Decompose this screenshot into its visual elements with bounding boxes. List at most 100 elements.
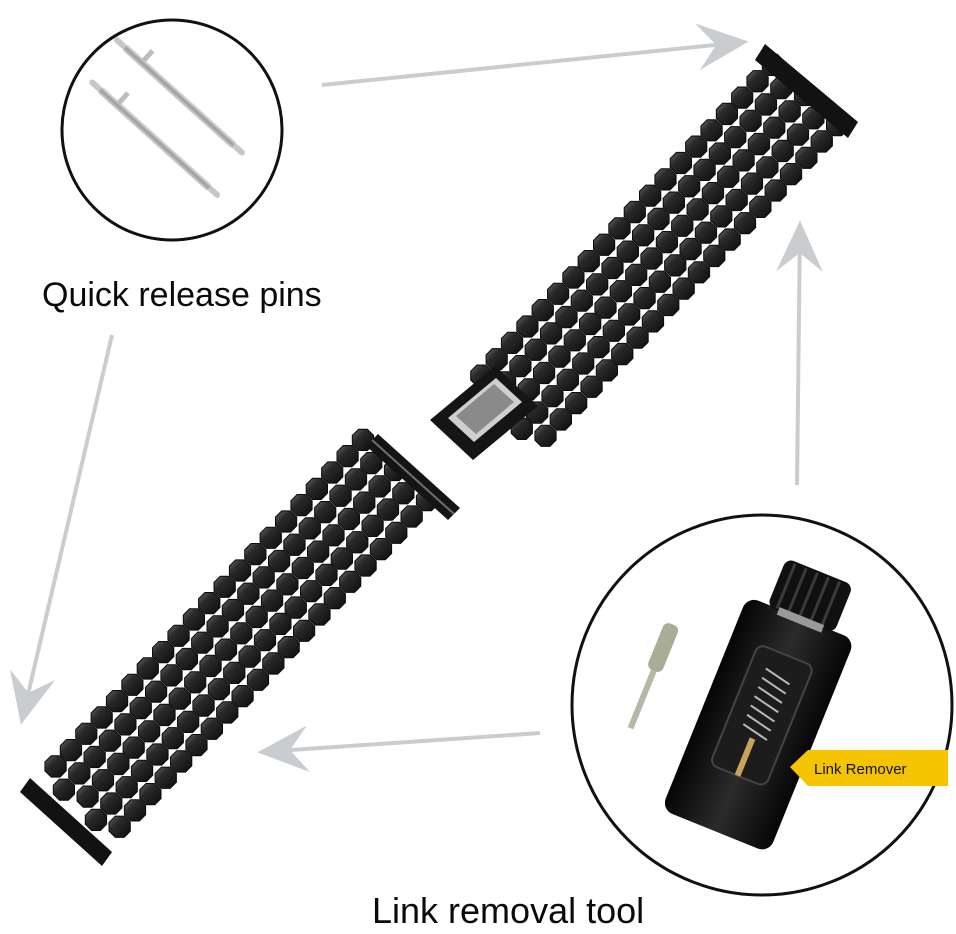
band-link (500, 331, 524, 354)
band-link (223, 661, 246, 684)
band-link (694, 221, 718, 244)
band-link (108, 815, 131, 838)
band-link (100, 792, 123, 815)
band-link (708, 142, 731, 165)
band-link (368, 475, 391, 498)
band-link (548, 345, 571, 368)
band-link (184, 671, 207, 694)
band-link (214, 638, 238, 661)
band-link (626, 326, 649, 349)
band-link (138, 720, 161, 743)
quick-release-pins-caption: Quick release pins (42, 276, 322, 314)
band-link (639, 184, 662, 207)
band-link (130, 759, 154, 782)
band-link (167, 624, 190, 647)
band-link (608, 217, 631, 240)
band-link (685, 135, 708, 158)
band-upper-clasp (430, 366, 538, 460)
band-link (739, 109, 762, 132)
band-link (647, 207, 670, 231)
band-link (298, 517, 321, 540)
band-link (385, 521, 408, 544)
band-link (253, 629, 277, 652)
band-link (346, 531, 369, 554)
band-link (344, 468, 368, 491)
band-link (717, 165, 740, 188)
band-link (107, 752, 130, 776)
band-link (152, 641, 175, 664)
band-link (330, 547, 353, 570)
band-link (369, 538, 393, 561)
band-link (623, 200, 646, 224)
band-link (657, 293, 680, 317)
band-link (648, 270, 671, 293)
band-link (153, 703, 176, 727)
band-link (771, 139, 794, 163)
band-link (779, 163, 803, 186)
band-link (662, 191, 685, 214)
band-link (641, 310, 665, 333)
band-link (786, 123, 810, 146)
band-link (199, 654, 222, 678)
band-link (262, 652, 285, 675)
band-link (570, 289, 593, 312)
band-link (207, 678, 230, 701)
band-link (718, 228, 741, 251)
band-link (509, 355, 532, 378)
band-link (593, 233, 616, 256)
band-link (540, 322, 563, 345)
band-link (724, 126, 747, 149)
band-link (114, 713, 137, 736)
band-link (701, 182, 725, 205)
band-link (710, 205, 733, 228)
band-link (329, 484, 352, 507)
band-link (191, 631, 214, 654)
band-link (321, 461, 344, 484)
band-link (90, 706, 113, 729)
band-link (198, 592, 221, 615)
band-link (671, 214, 694, 237)
band-link (98, 729, 122, 752)
band-link (632, 224, 655, 247)
link-removal-tool-caption: Link removal tool (372, 890, 645, 931)
band-link (669, 151, 692, 175)
tool-body (664, 560, 852, 850)
band-link (361, 514, 384, 537)
tool-punch-pin (627, 623, 679, 730)
band-link (533, 361, 556, 385)
band-link (269, 612, 292, 635)
band-lower-end-bar (20, 778, 112, 866)
band-link (485, 348, 508, 371)
band-link (52, 778, 75, 801)
band-lower-links (44, 428, 439, 838)
band-link (672, 277, 695, 300)
band-link (611, 342, 634, 366)
band-link (75, 722, 98, 745)
band-link (115, 776, 138, 799)
band-link (246, 668, 270, 691)
band-link (633, 287, 656, 310)
band-link (244, 543, 267, 566)
band-link (524, 338, 547, 361)
band-link (654, 168, 677, 191)
band-link (300, 580, 323, 603)
band-upper-end-bar (755, 44, 858, 138)
band-link (284, 596, 307, 619)
band-link (562, 266, 585, 289)
band-link (516, 315, 539, 338)
link-removal-tool-icon: Link Remover (570, 513, 954, 897)
band-link (283, 533, 306, 556)
band-link (616, 240, 639, 263)
band-link (609, 280, 632, 303)
watch-band-lower (20, 428, 460, 866)
band-link (747, 132, 771, 156)
guide-arrows (9, 23, 823, 773)
band-link (308, 603, 331, 626)
band-link (703, 244, 726, 268)
band-link (238, 645, 261, 668)
quick-release-pins-icon (60, 18, 284, 242)
band-link (170, 750, 193, 773)
band-link (572, 352, 595, 375)
band-link (221, 598, 245, 622)
